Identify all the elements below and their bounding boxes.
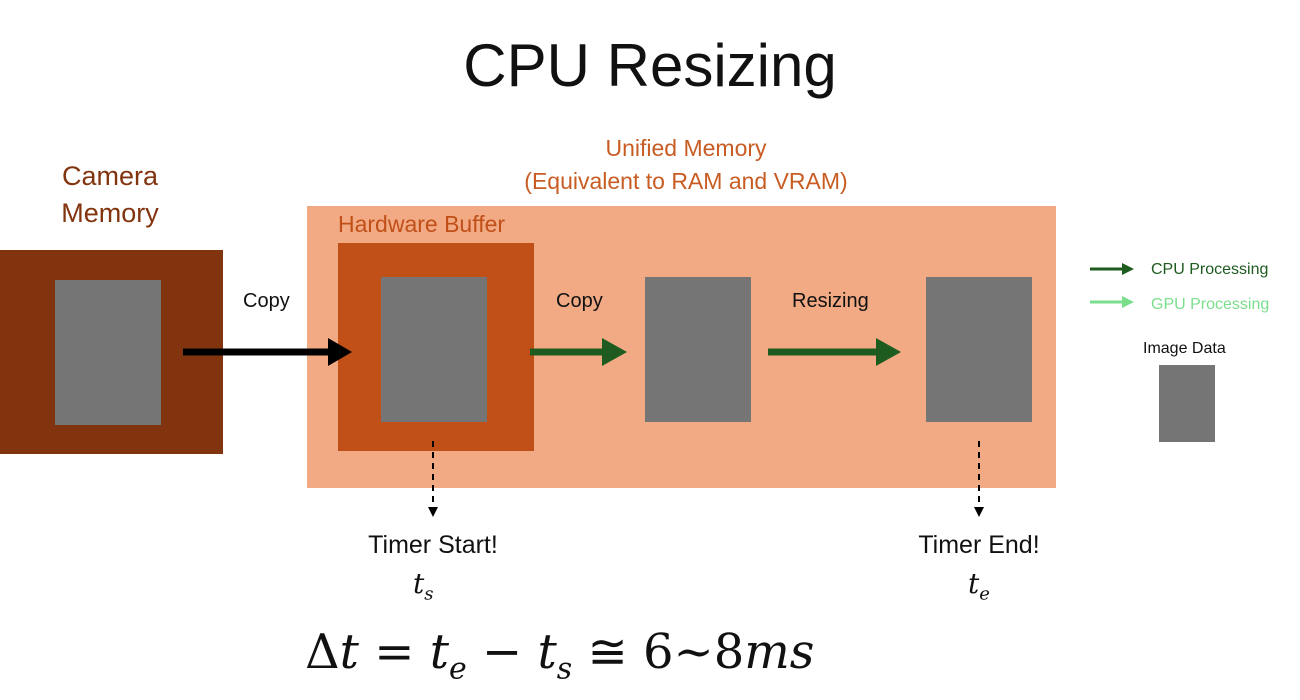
- legend-cpu-label: CPU Processing: [1151, 261, 1269, 278]
- legend-image-swatch: [1159, 365, 1215, 442]
- legend-image-label: Image Data: [1143, 340, 1226, 357]
- timer-end-label: Timer End!: [918, 531, 1040, 559]
- unified-memory-label-line2: (Equivalent to RAM and VRAM): [524, 168, 848, 194]
- copied-image-data: [645, 277, 751, 422]
- camera-memory-label: Camera Memory: [20, 158, 200, 232]
- unified-memory-label: Unified Memory (Equivalent to RAM and VR…: [436, 132, 936, 198]
- copy-arrow-green: [530, 338, 627, 366]
- camera-image-data: [55, 280, 161, 425]
- copy-label-2: Copy: [556, 290, 603, 312]
- timer-start-symbol: ts: [413, 567, 434, 605]
- buffer-image-data: [381, 277, 487, 422]
- timing-formula: Δt = te − ts ≅ 6~8ms: [305, 624, 815, 687]
- legend-gpu-arrow: [1090, 296, 1134, 308]
- resizing-arrow-green: [768, 338, 901, 366]
- page-title: CPU Resizing: [463, 32, 837, 99]
- copy-arrow-black: [183, 338, 352, 366]
- resizing-label: Resizing: [792, 290, 869, 312]
- legend-gpu-label: GPU Processing: [1151, 296, 1270, 313]
- unified-memory-label-line1: Unified Memory: [605, 135, 767, 161]
- resized-image-data: [926, 277, 1032, 422]
- timer-end-symbol: te: [968, 567, 990, 605]
- camera-memory-label-line2: Memory: [61, 198, 159, 228]
- legend-cpu-arrow: [1090, 263, 1134, 275]
- copy-label-1: Copy: [243, 290, 290, 312]
- timer-end-dashed-arrow: [974, 441, 984, 517]
- timer-start-label: Timer Start!: [368, 531, 498, 559]
- timer-start-dashed-arrow: [428, 441, 438, 517]
- camera-memory-label-line1: Camera: [61, 161, 159, 191]
- hardware-buffer-label: Hardware Buffer: [338, 211, 506, 237]
